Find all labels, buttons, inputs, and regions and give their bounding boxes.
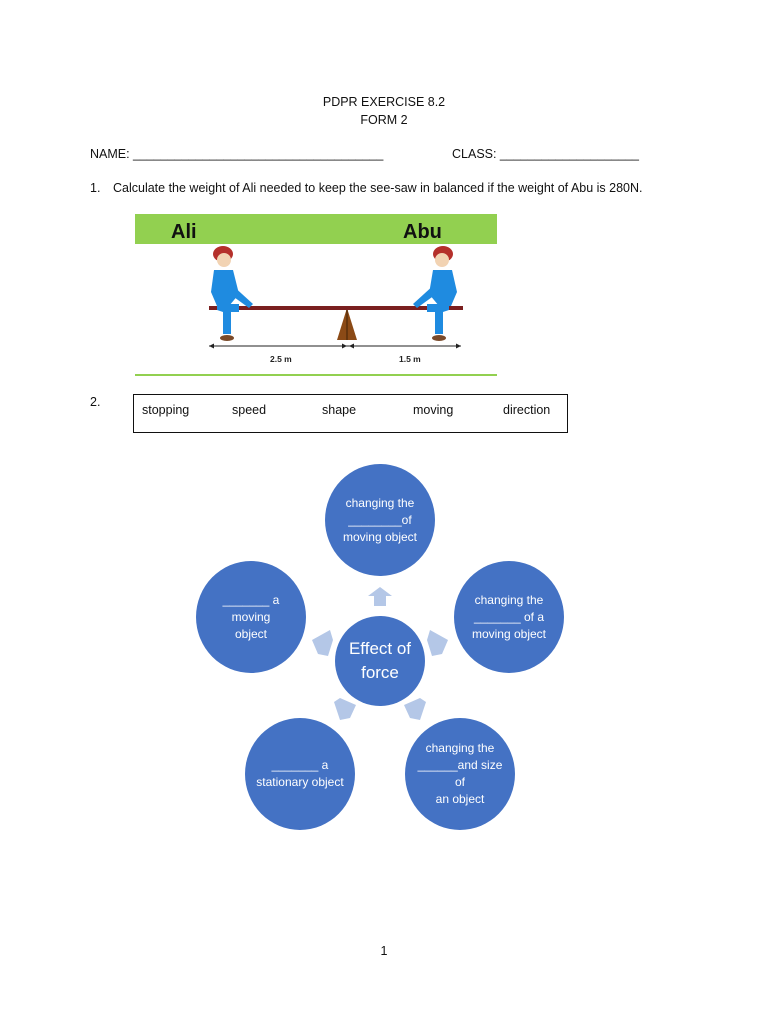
question-2-number: 2. <box>90 395 101 409</box>
diagram-circle-top: changing the ________of moving object <box>325 464 435 576</box>
figure-label-abu: Abu <box>403 221 442 243</box>
figure-person-abu <box>413 246 457 341</box>
question-1-text: Calculate the weight of Ali needed to ke… <box>113 181 643 195</box>
distance-label-left: 2.5 m <box>270 354 292 364</box>
name-field-line: NAME: __________________________________… <box>90 147 384 161</box>
diagram-arrows <box>312 587 448 720</box>
arrow-right-icon <box>427 630 448 656</box>
arrow-up-icon <box>368 587 392 606</box>
distance-label-right: 1.5 m <box>399 354 421 364</box>
seesaw-plank <box>209 306 463 310</box>
arrow-down-left-icon <box>334 698 356 720</box>
page-number: 1 <box>380 944 388 958</box>
diagram-circle-bottom-right: changing the ______and size of an object <box>405 718 515 830</box>
word-bank-item: shape <box>322 403 357 417</box>
word-bank-box: stopping speed shape moving direction <box>133 394 568 433</box>
seesaw-figure: Ali Abu 2.5 m 1.5 m <box>135 214 497 376</box>
figure-label-ali: Ali <box>171 221 197 243</box>
arrow-down-right-icon <box>404 698 426 720</box>
figure-banner <box>135 214 497 244</box>
diagram-circle-center: Effect of force <box>335 616 425 706</box>
diagram-circle-left: _______ a moving object <box>196 561 306 673</box>
word-bank-item: stopping <box>142 403 190 417</box>
class-field-line: CLASS: ____________________ <box>452 147 639 161</box>
worksheet-form: FORM 2 <box>360 113 408 127</box>
question-1-number: 1. <box>90 181 101 195</box>
arrow-left-icon <box>312 630 333 656</box>
diagram-circle-bottom-left: _______ a stationary object <box>245 718 355 830</box>
diagram-circle-right: changing the _______ of a moving object <box>454 561 564 673</box>
arrow-group <box>312 587 448 720</box>
figure-person-ali <box>211 246 253 341</box>
word-bank-item: moving <box>413 403 454 417</box>
word-bank-item: direction <box>503 403 551 417</box>
word-bank-item: speed <box>232 403 267 417</box>
worksheet-title: PDPR EXERCISE 8.2 <box>322 95 446 109</box>
